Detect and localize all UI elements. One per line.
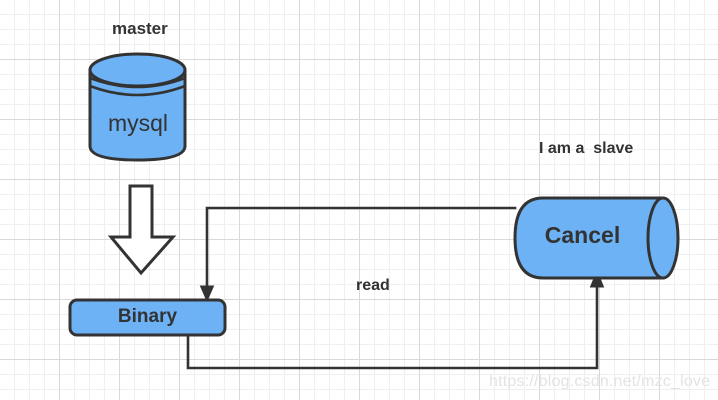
connector-cancel-to-binary[interactable] [199,206,517,303]
node-cancel[interactable] [513,196,680,280]
cancel-cylinder-end-ellipse [646,196,680,280]
label-master: master [112,19,168,38]
node-label-binary: Binary [117,306,178,327]
connector-cancel-to-binary-line [205,206,517,294]
connector-binary-to-cancel-line [186,280,599,370]
block-arrow-master-to-binary[interactable] [107,184,177,276]
node-mysql-database[interactable] [88,52,187,162]
mysql-cylinder-ring-2 [89,84,186,97]
connector-binary-to-cancel[interactable] [186,269,605,370]
node-label-mysql: mysql [107,110,169,136]
block-arrow-shape [107,184,177,276]
cancel-cylinder-body [513,196,665,280]
connector-cancel-to-binary-arrowhead [199,285,215,303]
node-label-cancel: Cancel [544,222,621,248]
mysql-cylinder-ring-1 [89,76,186,89]
mysql-cylinder-top-ellipse [88,52,187,88]
binary-rect [68,298,227,337]
label-slave: I am a slave [539,140,634,157]
node-binary-log[interactable] [68,298,227,337]
edge-label-read: read [356,277,390,294]
watermark-text: https://blog.csdn.net/mzc_love [489,373,711,390]
